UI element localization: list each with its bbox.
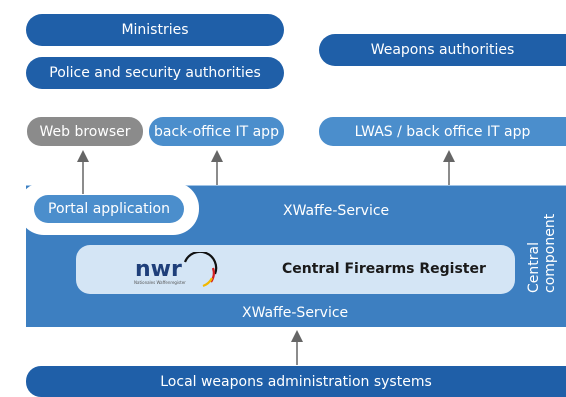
xwaffe-service-top-label: XWaffe-Service	[283, 203, 390, 219]
back-office-app-label: back-office IT app	[154, 123, 279, 140]
ministries-label: Ministries	[121, 22, 189, 38]
local-systems-label: Local weapons administration systems	[160, 373, 432, 390]
logo-arc-gold	[202, 277, 213, 288]
web-browser-label: Web browser	[39, 123, 131, 140]
police-security-bar: Police and security authorities	[26, 57, 284, 89]
register-title: Central Firearms Register	[282, 261, 486, 277]
logo-arc-black	[183, 252, 218, 275]
logo-arc-red	[210, 267, 215, 283]
nwr-logo-caption: Nationales Waffenregister	[134, 280, 186, 285]
police-security-label: Police and security authorities	[49, 65, 261, 81]
central-firearms-register-box	[76, 245, 515, 294]
ministries-bar: Ministries	[26, 14, 284, 46]
nwr-logo: nwr	[135, 252, 218, 288]
weapons-authorities-bar: Weapons authorities	[319, 34, 566, 66]
web-browser-pill: Web browser	[27, 117, 143, 146]
portal-application-label: Portal application	[48, 201, 170, 217]
weapons-authorities-label: Weapons authorities	[370, 42, 515, 58]
xwaffe-service-bottom-label: XWaffe-Service	[242, 305, 349, 321]
nwr-logo-text: nwr	[135, 257, 182, 282]
local-systems-bar: Local weapons administration systems	[26, 366, 566, 397]
back-office-app-pill: back-office IT app	[149, 117, 284, 146]
lwas-app-pill: LWAS / back office IT app	[319, 117, 566, 146]
portal-application-pill: Portal application	[34, 195, 184, 223]
lwas-app-label: LWAS / back office IT app	[354, 123, 531, 140]
